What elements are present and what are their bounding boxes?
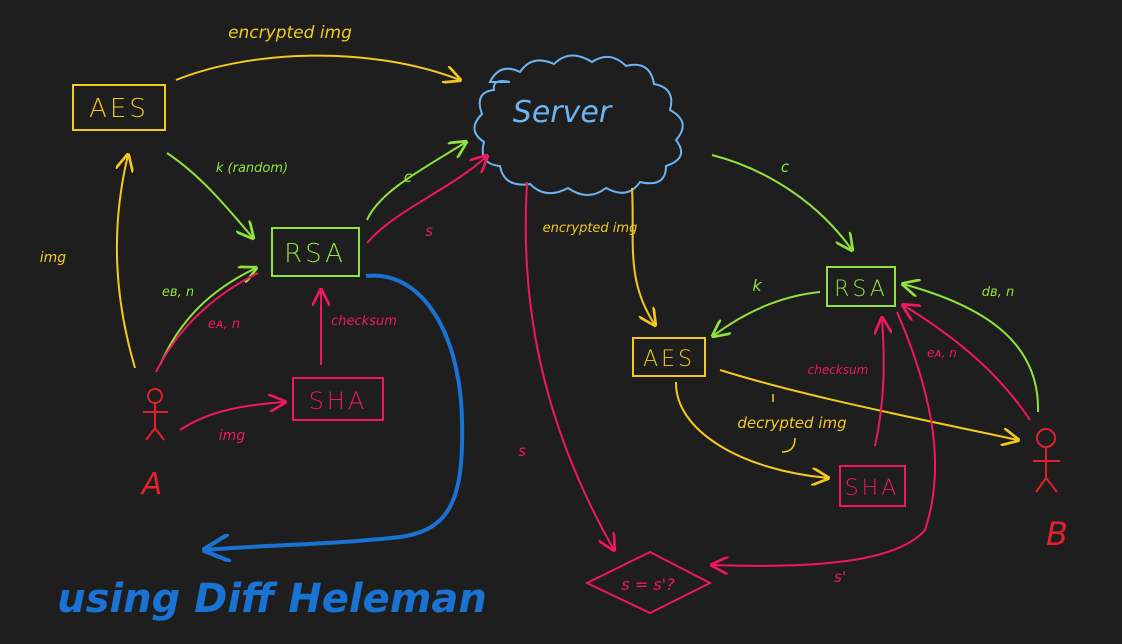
decrypted-hook xyxy=(781,437,796,453)
label-s-left: s xyxy=(425,222,433,240)
label-img-bottom: img xyxy=(219,428,246,444)
arrow-server-to-aes xyxy=(631,187,655,325)
label-k-random: k (random) xyxy=(216,161,288,176)
aes-receiver-node: AES xyxy=(632,337,706,377)
arrow-server-to-compare xyxy=(524,181,614,550)
label-s-prime: s' xyxy=(834,568,846,586)
label-ea-n: eᴀ, n xyxy=(208,317,240,332)
compare-label: s = s'? xyxy=(621,575,675,594)
label-ea-n-right: eᴀ, n xyxy=(927,346,957,360)
label-s-down: s xyxy=(518,442,526,460)
label-checksum-left: checksum xyxy=(331,314,397,329)
label-note: using Diff Heleman xyxy=(57,576,487,622)
arrow-rsa-to-compare xyxy=(712,311,937,566)
arrow-aes-to-b xyxy=(719,369,1018,440)
arrow-sha-to-rsa xyxy=(875,318,884,447)
rsa-sender-label: RSA xyxy=(284,239,346,269)
user-a-figure xyxy=(143,388,168,441)
arrow-server-to-rsa-c xyxy=(711,154,852,250)
arrow-a-to-rsa-pink xyxy=(155,272,259,373)
label-encrypted-img-right: encrypted img xyxy=(543,221,638,236)
label-checksum-right: checksum xyxy=(808,363,869,377)
arrow-rsa-to-server-c xyxy=(366,142,466,221)
label-c-left: c xyxy=(404,168,413,186)
server-label: Server xyxy=(513,95,613,130)
sha-sender-node: SHA xyxy=(292,377,384,421)
sha-receiver-node: SHA xyxy=(839,465,906,507)
compare-node: s = s'? xyxy=(584,550,713,615)
sha-receiver-label: SHA xyxy=(845,476,900,501)
arrow-b-to-rsa-green xyxy=(903,284,1040,413)
rsa-sender-node: RSA xyxy=(271,227,360,277)
arrow-rsa-to-server-s xyxy=(366,156,487,244)
label-db-n: dв, n xyxy=(982,285,1014,300)
label-img-left: img xyxy=(40,250,67,266)
arrow-aes-to-sha xyxy=(674,381,828,478)
server-node: Server xyxy=(473,54,684,196)
label-encrypted-img-top: encrypted img xyxy=(228,23,352,43)
aes-sender-label: AES xyxy=(89,94,149,124)
rsa-receiver-label: RSA xyxy=(834,277,888,302)
arrow-b-to-rsa-pink xyxy=(903,305,1031,421)
label-decrypted-img: decrypted img xyxy=(737,414,846,432)
user-b-label: B xyxy=(1046,515,1068,553)
label-eb-n: eв, n xyxy=(162,285,194,300)
user-a-label: A xyxy=(140,467,163,502)
aes-sender-node: AES xyxy=(72,84,166,131)
arrow-aes-to-rsa xyxy=(166,152,253,238)
arrow-a-to-aes xyxy=(117,155,136,369)
arrow-rsa-to-aes-k xyxy=(713,291,821,336)
arrow-a-to-sha xyxy=(179,402,285,431)
arrow-aes-to-server xyxy=(175,54,460,80)
arrow-diffie-hellman xyxy=(205,273,465,550)
label-k-right: k xyxy=(752,276,762,295)
rsa-receiver-node: RSA xyxy=(826,266,896,307)
aes-receiver-label: AES xyxy=(643,347,695,372)
label-c-right: c xyxy=(781,158,790,176)
user-b-figure xyxy=(1033,428,1060,493)
sha-sender-label: SHA xyxy=(309,387,368,415)
